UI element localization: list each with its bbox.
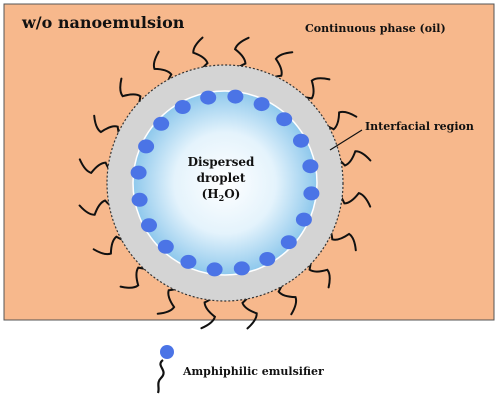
- droplet-label-line1: Dispersed: [188, 155, 255, 169]
- legend-emulsifier-tail-icon: [156, 359, 165, 394]
- emulsifier-head: [259, 252, 276, 266]
- emulsifier-head: [295, 212, 312, 227]
- emulsifier-head: [233, 261, 250, 276]
- emulsifier-head: [302, 159, 319, 174]
- interfacial-leader-line: [329, 129, 363, 151]
- droplet-label-formula: (H2O): [202, 187, 241, 203]
- emulsifier-head: [303, 186, 320, 201]
- emulsifier-head: [174, 100, 191, 114]
- diagram-title: w/o nanoemulsion: [21, 13, 185, 32]
- emulsifier-head: [200, 90, 217, 105]
- emulsifier-head: [138, 139, 155, 154]
- dispersed-droplet: [132, 90, 318, 276]
- emulsifier-head: [293, 133, 309, 148]
- formula-open: (H: [202, 187, 219, 201]
- emulsifier-head: [227, 89, 244, 104]
- legend-label: Amphiphilic emulsifier: [182, 365, 324, 378]
- emulsifier-head: [276, 112, 293, 127]
- emulsifier-head: [180, 254, 197, 269]
- emulsifier-head: [141, 218, 157, 233]
- emulsifier-head: [153, 116, 170, 131]
- emulsifier-head: [157, 239, 174, 254]
- emulsifier-head: [253, 97, 270, 112]
- emulsifier-heads: [130, 89, 320, 277]
- continuous-phase-label: Continuous phase (oil): [305, 22, 446, 35]
- droplet-label-line2: droplet: [197, 171, 246, 185]
- legend: Amphiphilic emulsifier: [156, 345, 324, 394]
- emulsifier-head: [130, 165, 147, 180]
- emulsifier-head: [280, 235, 297, 250]
- legend-emulsifier-head-icon: [160, 345, 174, 359]
- interfacial-region-label: Interfacial region: [365, 120, 474, 133]
- emulsifier-head: [206, 262, 223, 277]
- formula-close: O): [224, 187, 240, 201]
- emulsifier-head: [131, 192, 148, 207]
- formula-subscript: 2: [219, 193, 225, 203]
